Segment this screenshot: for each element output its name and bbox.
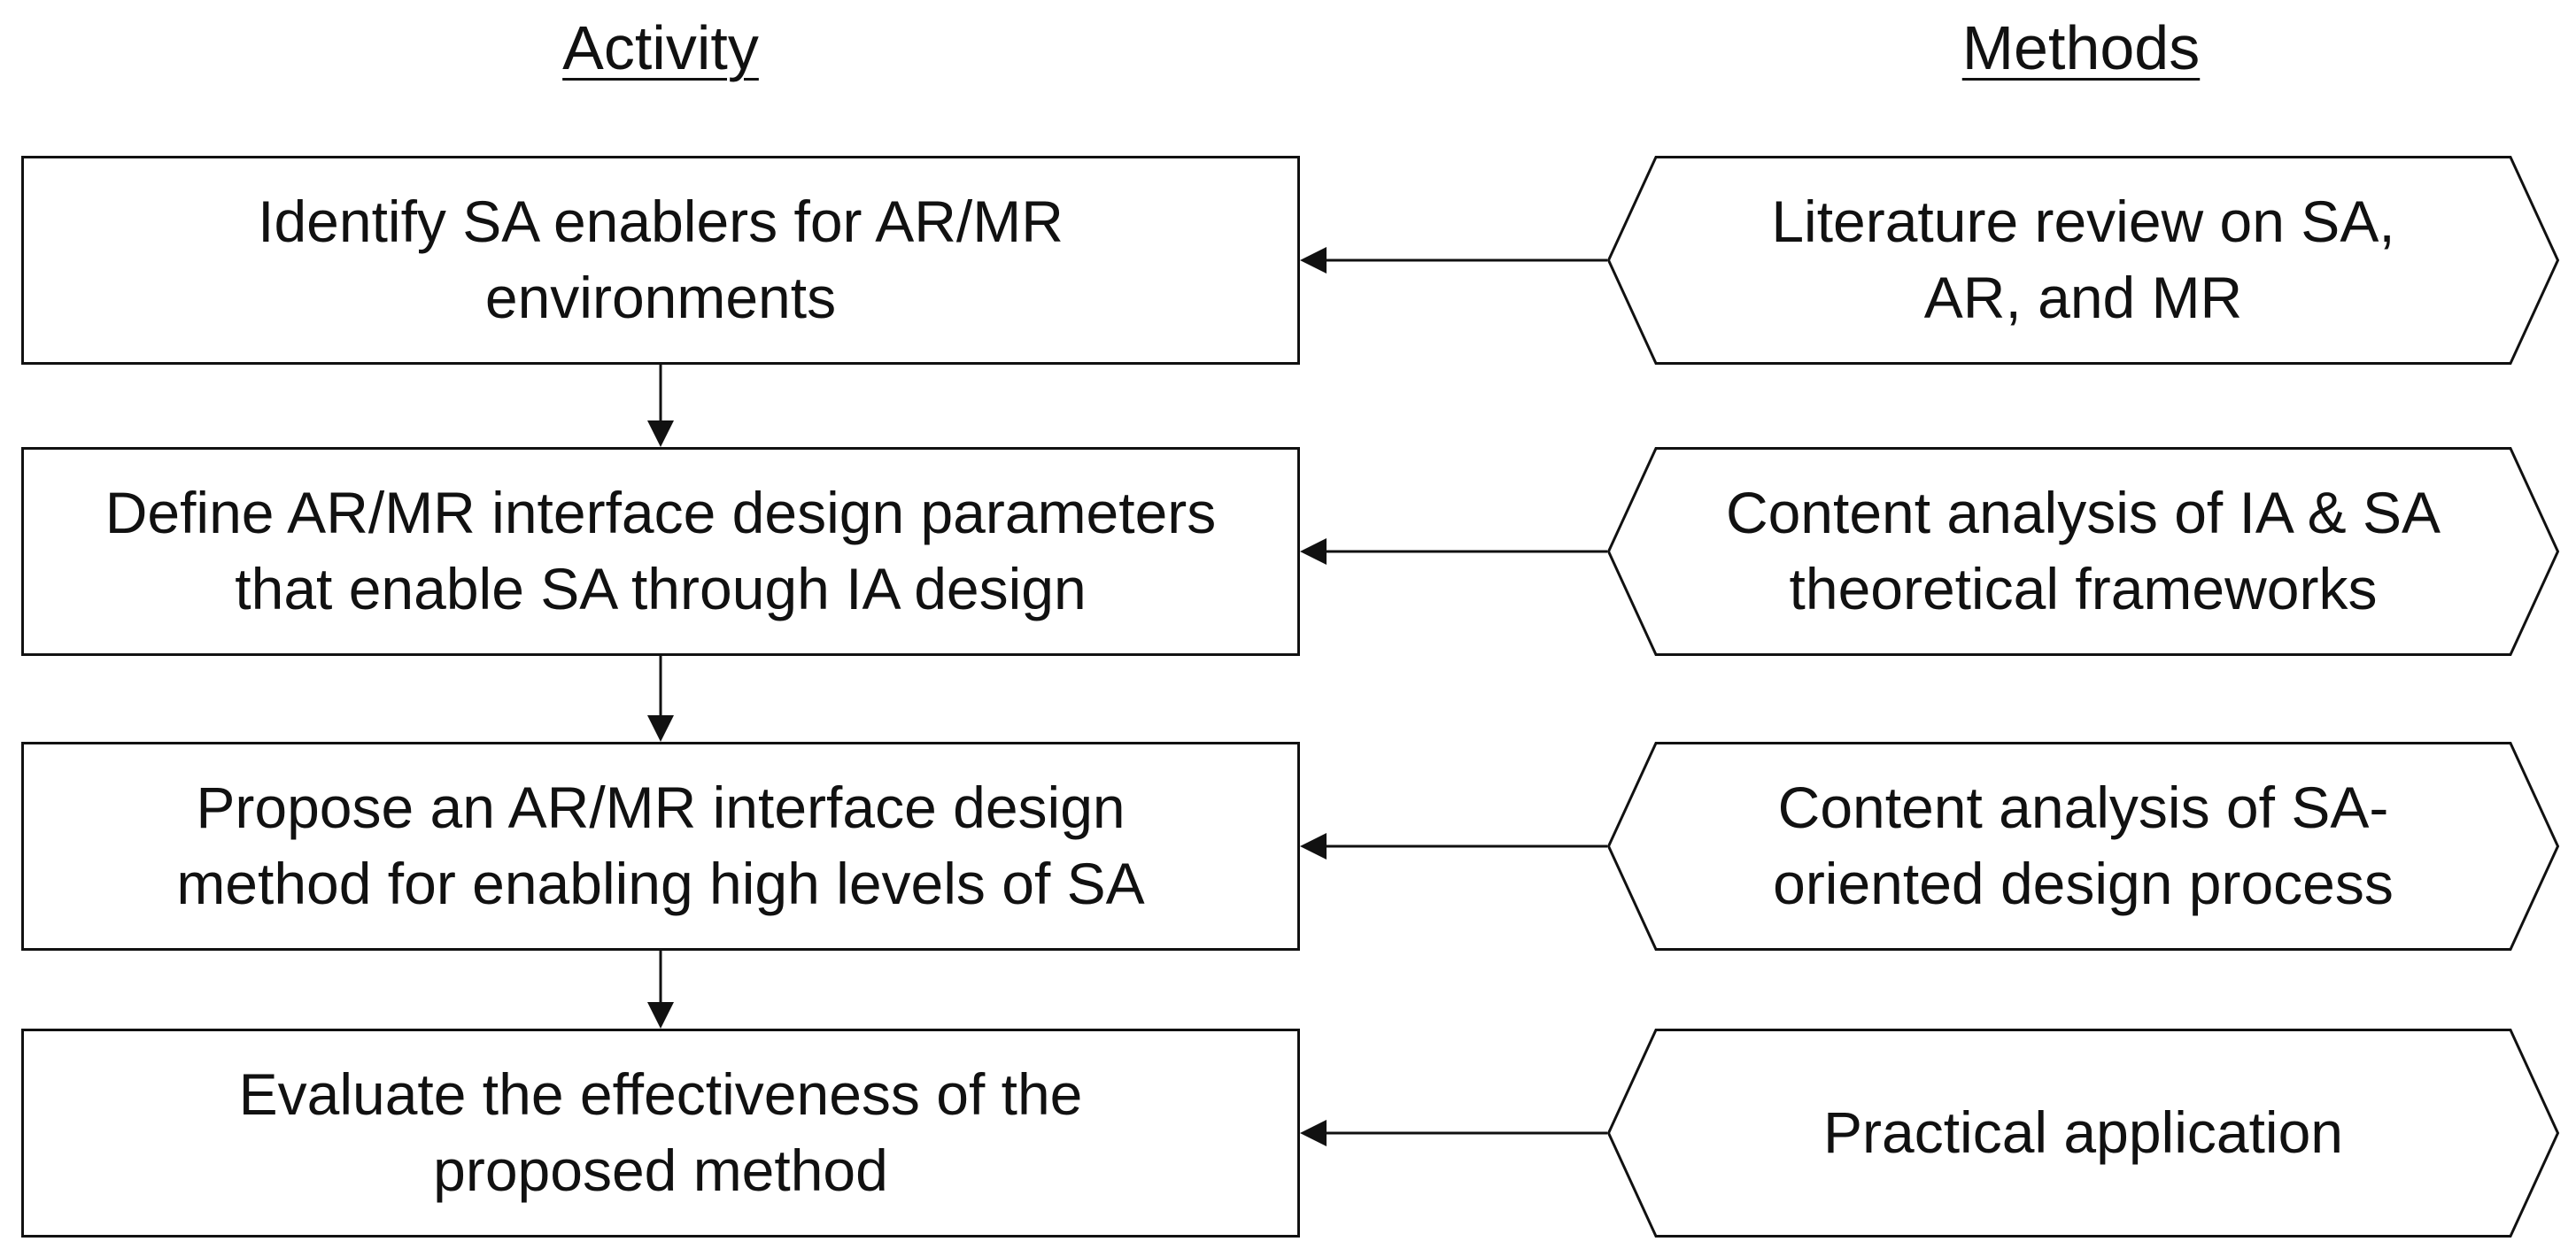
activity-label: Identify SA enablers for AR/MR environme… (258, 189, 1064, 330)
hexagon-shape (1606, 447, 2560, 656)
activity-header: Activity (562, 13, 759, 82)
methods-header: Methods (1961, 13, 2201, 82)
activity-box-identify: Identify SA enablers for AR/MR environme… (21, 156, 1300, 365)
method-box-content-analysis-process: Content analysis of SA- oriented design … (1606, 742, 2560, 951)
method-label: Practical application (1823, 1099, 2343, 1166)
activity-box-evaluate: Evaluate the effectiveness of the propos… (21, 1029, 1300, 1238)
activity-label: Propose an AR/MR interface design method… (176, 775, 1145, 916)
method-label: Content analysis of IA & SA theoretical … (1725, 480, 2441, 621)
hexagon-shape (1606, 1029, 2560, 1238)
activity-box-propose: Propose an AR/MR interface design method… (21, 742, 1300, 951)
activity-box-define: Define AR/MR interface design parameters… (21, 447, 1300, 656)
activity-label: Define AR/MR interface design parameters… (104, 480, 1217, 621)
method-label: Content analysis of SA- oriented design … (1773, 775, 2394, 916)
hexagon-shape (1606, 156, 2560, 365)
method-box-literature-review: Literature review on SA, AR, and MR (1606, 156, 2560, 365)
method-box-practical-application: Practical application (1606, 1029, 2560, 1238)
activity-label: Evaluate the effectiveness of the propos… (238, 1061, 1083, 1203)
method-box-content-analysis-frameworks: Content analysis of IA & SA theoretical … (1606, 447, 2560, 656)
hexagon-shape (1606, 742, 2560, 951)
method-label: Literature review on SA, AR, and MR (1771, 189, 2395, 330)
